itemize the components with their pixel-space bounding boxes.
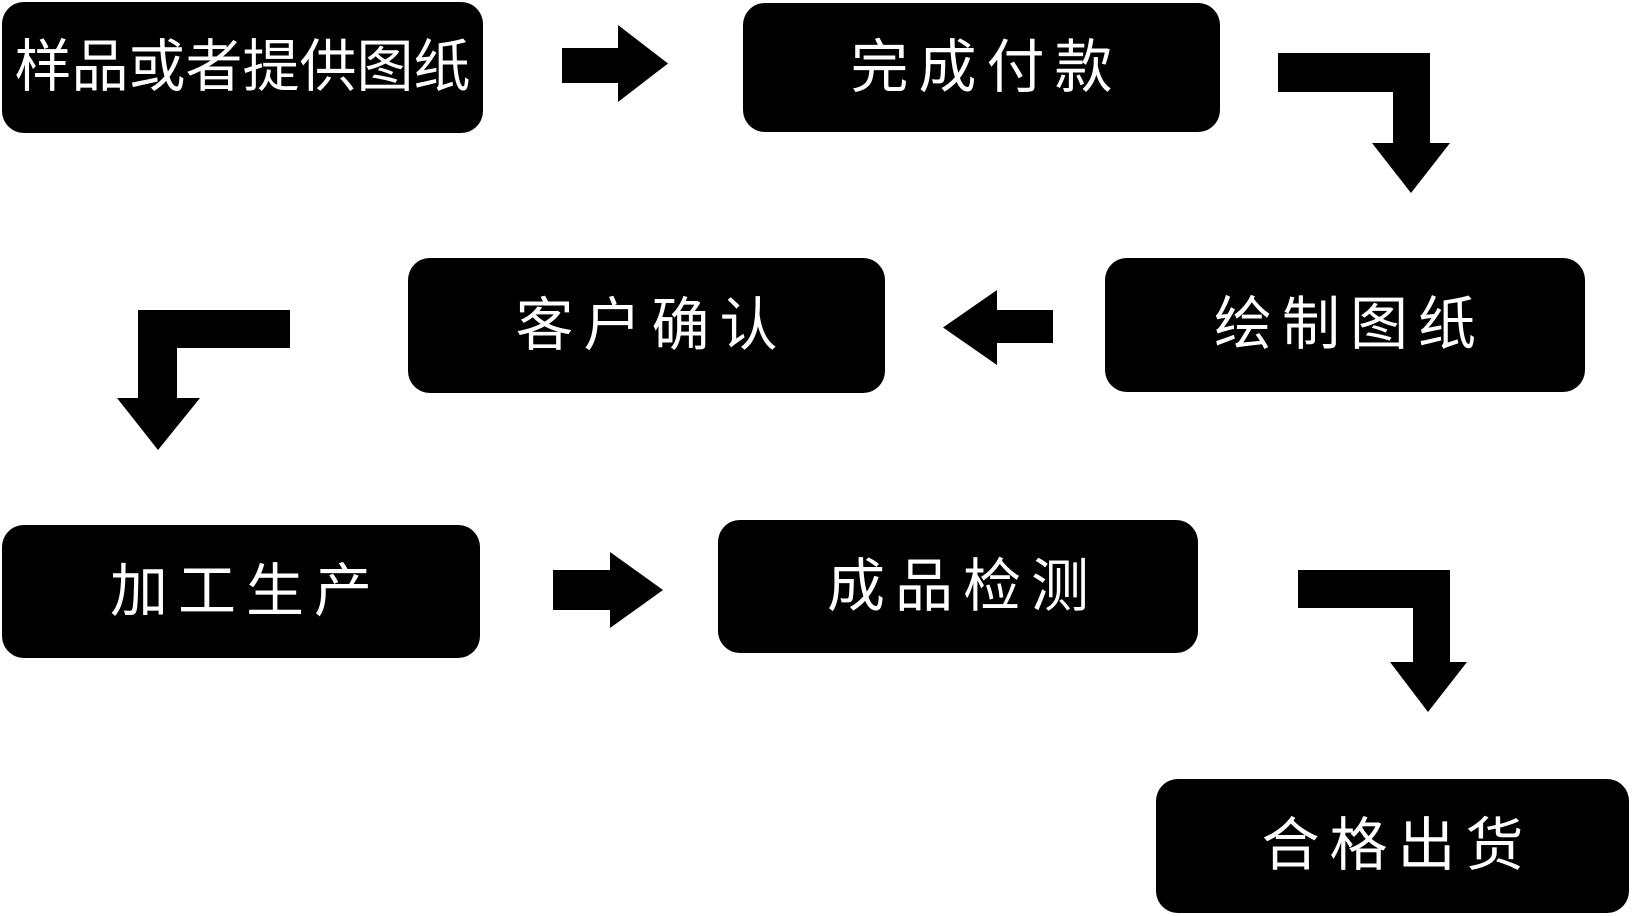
arrow-left-shape (943, 290, 1053, 365)
arrow-right-shape (562, 25, 668, 102)
flow-node-qualified-shipment: 合格出货 (1156, 779, 1629, 913)
arrow-left-icon (943, 290, 1053, 365)
flow-node-sample-or-drawings: 样品或者提供图纸 (2, 2, 483, 133)
flow-node-processing-production: 加工生产 (2, 525, 480, 658)
arrow-elbow-down-shape (1298, 570, 1467, 712)
flow-node-draw-drawings: 绘制图纸 (1105, 258, 1585, 392)
arrow-elbow-down-icon (1298, 570, 1467, 712)
arrow-elbow-down-shape (1278, 53, 1450, 193)
flow-node-finished-product-inspection: 成品检测 (718, 520, 1198, 653)
arrow-elbow-down-icon (1278, 53, 1450, 193)
arrow-right-icon (562, 25, 668, 102)
arrow-elbow-down-left-shape (117, 310, 290, 450)
arrow-right-icon (553, 552, 663, 628)
flow-node-customer-confirm: 客户确认 (408, 258, 885, 393)
arrow-right-shape (553, 552, 663, 628)
flow-node-complete-payment: 完成付款 (743, 3, 1220, 132)
arrow-elbow-down-left-icon (117, 310, 290, 450)
